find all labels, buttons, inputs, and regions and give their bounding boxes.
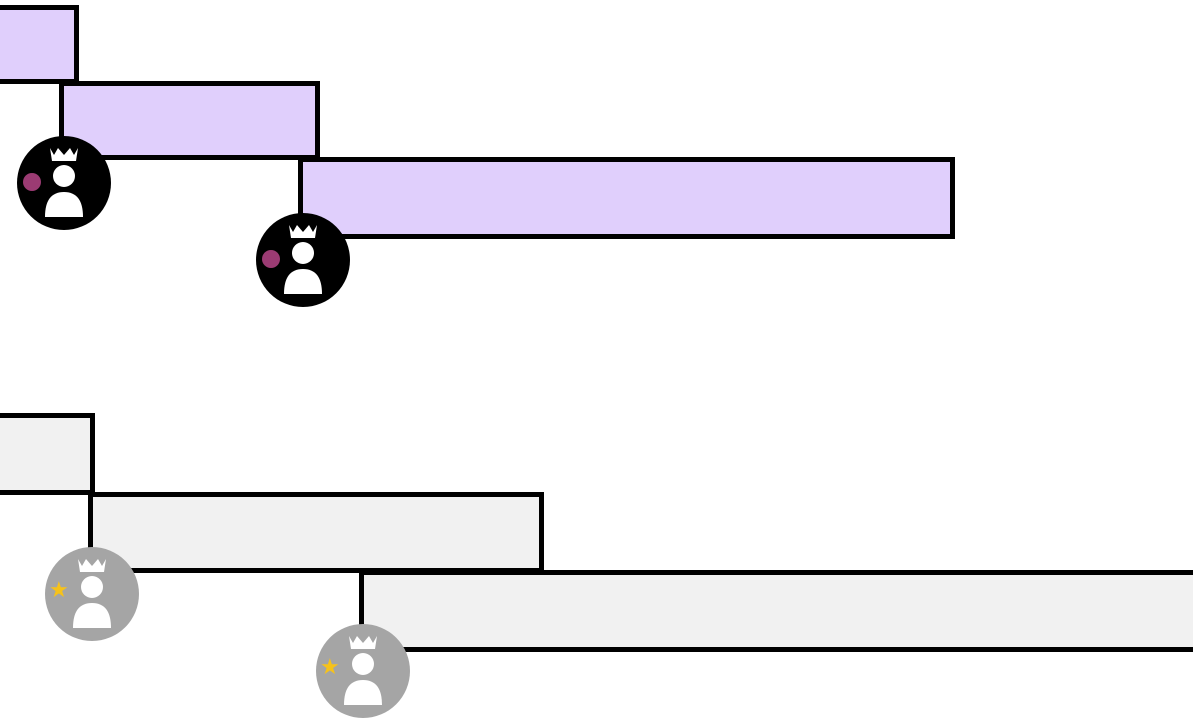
crowned-person-icon <box>284 225 322 294</box>
primary-stem-1 <box>59 84 64 139</box>
dot-badge-icon <box>262 250 280 268</box>
primary-avatar-1[interactable] <box>17 136 111 230</box>
secondary-bar-3[interactable] <box>359 570 1193 652</box>
dot-badge-icon <box>23 173 41 191</box>
secondary-avatar-2[interactable]: ★ <box>316 624 410 718</box>
primary-stem-2 <box>298 160 303 216</box>
secondary-stem-2 <box>359 573 364 628</box>
star-icon: ★ <box>49 578 69 603</box>
primary-bar-1[interactable] <box>0 5 79 84</box>
crowned-person-icon <box>344 636 382 705</box>
secondary-avatar-1[interactable]: ★ <box>45 547 139 641</box>
crowned-person-icon <box>73 559 111 628</box>
star-icon: ★ <box>320 655 340 680</box>
secondary-stem-1 <box>88 495 93 550</box>
primary-bar-2[interactable] <box>59 81 320 160</box>
secondary-bar-1[interactable] <box>0 413 95 495</box>
primary-bar-3[interactable] <box>298 157 955 239</box>
primary-avatar-2[interactable] <box>256 213 350 307</box>
secondary-bar-2[interactable] <box>88 492 544 573</box>
crowned-person-icon <box>45 148 83 217</box>
